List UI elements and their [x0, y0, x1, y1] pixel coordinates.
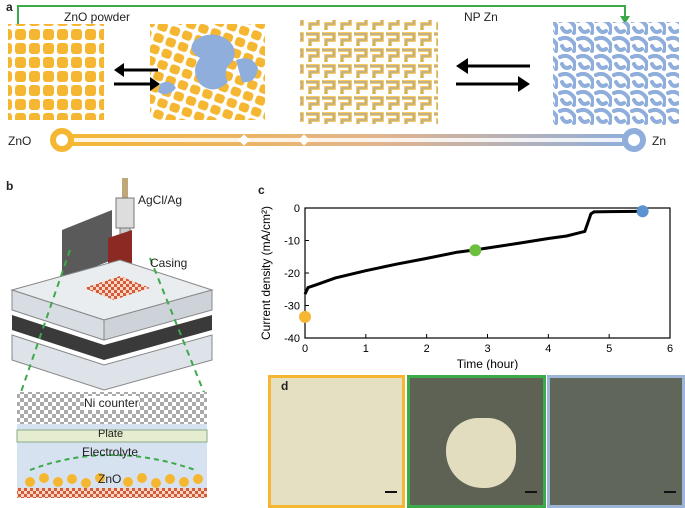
bottom-block — [11, 334, 213, 391]
electrolyte-label: Electrolyte — [82, 445, 139, 459]
x-axis-label: Time (hour) — [457, 357, 519, 370]
panel-c-letter: c — [258, 183, 265, 197]
y-tick-label: -40 — [284, 333, 300, 345]
coreshell-block — [300, 20, 438, 124]
casing-plate-left — [62, 210, 112, 280]
x-tick-label: 3 — [484, 343, 490, 355]
dark-plate — [12, 315, 212, 360]
panel-a-graphic — [8, 5, 679, 152]
cell-diagram — [10, 178, 214, 498]
np-zn-label: NP Zn — [464, 10, 498, 24]
bar-left-label: ZnO — [8, 134, 32, 148]
substrate-layer — [17, 488, 207, 498]
plate-layer — [16, 429, 208, 443]
x-tick-label: 5 — [606, 343, 612, 355]
panel-b-letter: b — [6, 179, 14, 193]
x-tick-label: 0 — [302, 343, 308, 355]
state-marker — [636, 205, 649, 218]
zno-powder-label: ZnO powder — [64, 10, 131, 24]
zno-label: ZnO — [98, 472, 122, 486]
zn-blob-1 — [191, 34, 235, 90]
y-tick-label: -10 — [284, 236, 300, 248]
scale-bar-1 — [385, 491, 397, 493]
ni-counter-label: Ni counter — [84, 396, 139, 410]
state-marker — [469, 244, 482, 257]
green-arrow-head — [620, 16, 630, 24]
panel-d-letter: d — [281, 379, 289, 393]
series-line — [303, 209, 646, 295]
y-tick-label: 0 — [294, 203, 300, 215]
photo-zn — [547, 375, 685, 508]
y-tick-label: -20 — [284, 268, 300, 280]
x-tick-label: 1 — [363, 343, 369, 355]
green-arrow — [17, 5, 626, 30]
x-tick-label: 4 — [545, 343, 551, 355]
ref-electrode-body — [115, 197, 135, 229]
scale-bar-3 — [664, 491, 676, 493]
y-tick-label: -30 — [284, 301, 300, 313]
bar-right-label: Zn — [652, 134, 667, 148]
x-tick-label: 6 — [667, 343, 673, 355]
photo-zno — [268, 375, 405, 508]
zn-blob-3 — [158, 81, 176, 95]
agcl-label: AgCl/Ag — [138, 193, 183, 207]
y-axis-label: Current density (mA/cm²) — [259, 206, 273, 340]
panel-a-letter: a — [6, 0, 13, 14]
casing-label: Casing — [150, 256, 188, 270]
zn-blob-2 — [236, 58, 258, 83]
active-area — [84, 276, 150, 300]
state-marker — [299, 310, 311, 323]
scale-bar-2 — [525, 491, 537, 493]
x-tick-label: 2 — [424, 343, 430, 355]
photo-intermediate — [407, 375, 546, 508]
zno-powder-block — [8, 24, 104, 120]
np-zn-block — [553, 22, 679, 126]
plate-label: Plate — [98, 428, 124, 440]
zno-particles — [25, 473, 203, 488]
ref-electrode-wire — [122, 178, 128, 200]
